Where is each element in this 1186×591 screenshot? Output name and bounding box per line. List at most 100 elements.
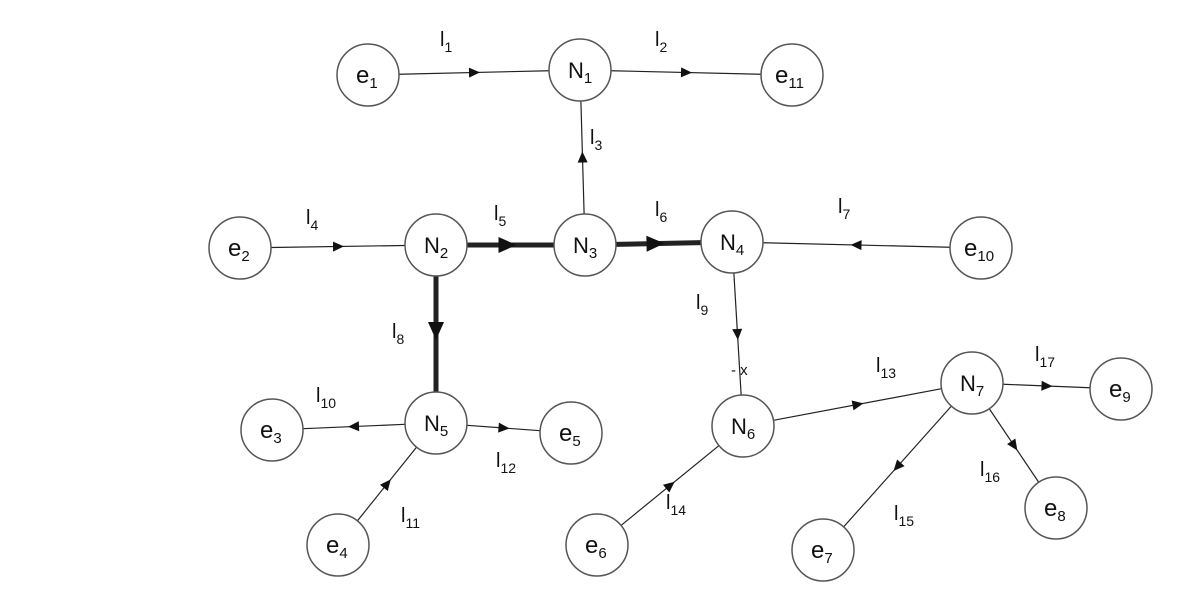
node-label-e7: e7 (811, 537, 833, 567)
node-label-main: e (964, 235, 977, 262)
edge-label-sub: 9 (700, 302, 708, 318)
edge-label-l8: l8 (392, 321, 404, 347)
edge-label-main: l (655, 199, 659, 221)
node-label-sub: 6 (598, 545, 606, 562)
edge-label-sub: 15 (898, 513, 914, 529)
node-label-sub: 2 (440, 245, 448, 262)
edge-label-sub: 11 (405, 515, 420, 531)
edge-label-sub: 13 (880, 365, 896, 381)
node-label-main: e (356, 62, 369, 89)
edge-label-l17: l17 (1035, 344, 1055, 370)
node-label-sub: 7 (824, 550, 832, 567)
arrowhead-l4 (332, 241, 344, 252)
node-circle-N7 (940, 351, 1004, 415)
node-label-sub: 8 (1057, 508, 1065, 525)
node-label-N2: N2 (424, 233, 448, 262)
node-label-e3: e3 (260, 417, 282, 447)
edge-label-main: l (666, 492, 670, 514)
edge-label-main: l (392, 321, 396, 343)
node-circle-N3 (553, 213, 617, 277)
edge-label-l13: l13 (876, 355, 896, 381)
node-label-main: N (731, 414, 747, 439)
node-circle-N2 (404, 213, 468, 277)
edge-label-l9: l9 (696, 292, 708, 318)
edge-l16 (988, 408, 1040, 483)
node-label-main: e (585, 532, 598, 559)
arrowhead-l11 (379, 479, 391, 492)
node-label-main: e (1044, 495, 1057, 522)
node-N4: N4 (700, 210, 764, 274)
node-label-sub: 5 (440, 423, 448, 440)
edge-label-sub: 8 (396, 331, 404, 347)
edge-label-main: l (696, 292, 700, 314)
arrowhead-l7 (850, 240, 862, 251)
node-label-e6: e6 (585, 532, 607, 562)
node-label-main: N (720, 230, 736, 255)
edge-l9 (732, 272, 743, 396)
node-circle-e5 (539, 401, 603, 465)
node-label-main: N (424, 233, 440, 258)
edge-label-l12: l12 (496, 450, 516, 476)
node-label-main: e (811, 537, 824, 564)
node-label-N5: N5 (424, 411, 448, 440)
edge-label-main: l (496, 450, 500, 472)
edge-l7 (762, 240, 951, 251)
node-label-e4: e4 (326, 532, 348, 562)
edge-label-main: l (590, 127, 594, 149)
node-label-N4: N4 (720, 230, 744, 259)
node-label-e9: e9 (1109, 376, 1131, 406)
edge-label-main: l (655, 29, 659, 51)
edge-label-sub: 5 (498, 213, 506, 229)
edge-label-sub: 1 (444, 39, 452, 55)
node-N2: N2 (404, 213, 468, 277)
edge-l17 (1002, 380, 1091, 391)
node-label-e11: e11 (775, 62, 804, 92)
node-e1: e1 (336, 43, 400, 107)
edge-l2 (610, 67, 762, 78)
node-circle-e1 (336, 43, 400, 107)
node-e3: e3 (240, 398, 304, 462)
edge-l12 (466, 422, 541, 433)
edge-label-sub: 2 (659, 39, 667, 55)
node-label-N3: N3 (573, 233, 597, 262)
node-label-main: e (775, 62, 788, 89)
arrowhead-l15 (893, 459, 905, 471)
node-e5: e5 (539, 401, 603, 465)
edge-label-l3: l3 (590, 127, 602, 153)
edge-label-sub: 14 (670, 502, 686, 518)
edge-l5 (467, 237, 554, 253)
node-label-sub: 1 (369, 75, 377, 92)
edge-label-l11: l11 (401, 505, 420, 531)
node-label-main: N (568, 58, 584, 83)
node-circle-e6 (565, 513, 629, 577)
node-label-main: N (960, 371, 976, 396)
edge-label-l7: l7 (838, 196, 850, 222)
node-N6: N6 (711, 394, 775, 458)
node-label-main: e (326, 532, 339, 559)
edge-label-main: l (876, 355, 880, 377)
x-annotation: - x (731, 362, 748, 379)
node-label-e5: e5 (559, 420, 581, 450)
node-e4: e4 (306, 513, 370, 577)
node-circle-e11 (760, 43, 824, 107)
edge-label-sub: 10 (320, 395, 336, 411)
node-label-e2: e2 (228, 235, 250, 265)
node-e6: e6 (565, 513, 629, 577)
edge-label-main: l (440, 29, 444, 51)
node-label-main: e (1109, 376, 1122, 403)
node-circle-N6 (711, 394, 775, 458)
node-label-sub: 10 (977, 248, 994, 265)
node-label-sub: 7 (976, 383, 984, 400)
edge-l8 (428, 276, 444, 392)
node-label-e8: e8 (1044, 495, 1066, 525)
node-circle-N1 (548, 38, 612, 102)
node-N7: N7 (940, 351, 1004, 415)
node-e9: e9 (1089, 357, 1153, 421)
edge-label-l16: l16 (980, 459, 1000, 485)
arrowhead-l2 (680, 67, 692, 78)
arrowhead-l1 (468, 67, 480, 78)
edge-label-l6: l6 (655, 199, 667, 225)
